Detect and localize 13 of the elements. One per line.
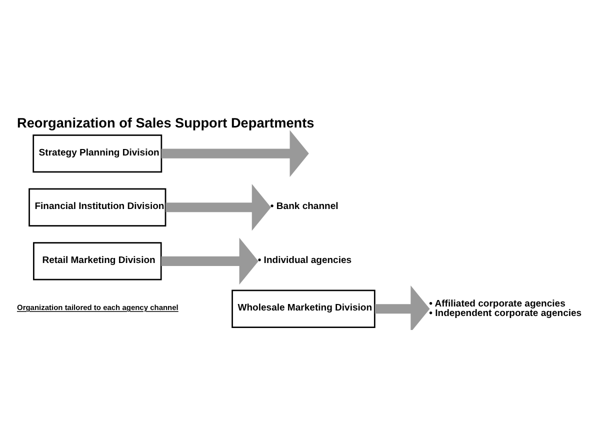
arrow <box>374 285 430 330</box>
diagram-title: Reorganization of Sales Support Departments <box>17 116 314 131</box>
node-box: Strategy Planning Division <box>32 134 162 173</box>
node-text: • Individual agencies <box>258 255 352 266</box>
arrow <box>161 130 309 177</box>
arrow <box>166 184 271 231</box>
node-text: • Affiliated corporate agencies • Independent corporate agencies <box>429 298 582 319</box>
node-text: • Bank channel <box>270 201 338 212</box>
node-box: Wholesale Marketing Division <box>232 290 376 328</box>
label: Organization tailored to each agency channel <box>17 303 178 312</box>
node-box: Financial Institution Division <box>28 188 166 226</box>
node-box: Retail Marketing Division <box>33 242 162 280</box>
arrow <box>161 238 258 285</box>
